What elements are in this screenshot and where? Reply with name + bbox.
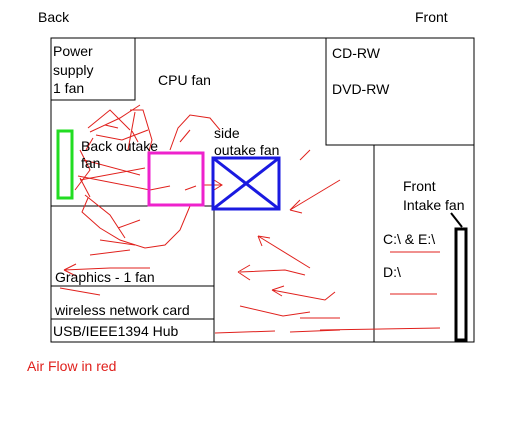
- power-supply-label-1: Power: [53, 43, 93, 59]
- airflow-stroke: [74, 149, 91, 191]
- case-structure: [50, 37, 475, 343]
- side-fan-label-1: side: [214, 125, 240, 141]
- airflow-stroke: [81, 197, 191, 249]
- airflow-stroke: [131, 130, 139, 143]
- cpu-fan-label: CPU fan: [158, 72, 211, 88]
- airflow-stroke: [99, 239, 136, 246]
- airflow-stroke: [63, 263, 77, 277]
- airflow-stroke: [63, 267, 150, 271]
- front-fan-label-2: Intake fan: [403, 197, 465, 213]
- airflow-stroke: [130, 109, 153, 156]
- front-fan-label-1: Front: [403, 178, 436, 194]
- front-label: Front: [415, 9, 448, 25]
- airflow-stroke: [299, 149, 311, 161]
- side-outake-fan: [211, 156, 281, 211]
- usb-hub-label: USB/IEEE1394 Hub: [53, 323, 179, 339]
- graphics-card-label: Graphics - 1 fan: [55, 269, 155, 285]
- airflow-stroke: [289, 179, 341, 211]
- airflow-stroke: [179, 129, 191, 143]
- airflow-stroke: [184, 185, 197, 191]
- airflow-stroke: [87, 109, 131, 131]
- airflow-stroke: [214, 330, 276, 334]
- airflow-arrows: [59, 104, 441, 334]
- airflow-stroke: [237, 264, 251, 281]
- cd-rw-label: CD-RW: [332, 45, 381, 61]
- airflow-stroke: [289, 199, 303, 214]
- airflow-legend: Air Flow in red: [27, 358, 116, 374]
- side-fan-frame: [211, 156, 281, 211]
- power-supply-label-2: supply: [53, 62, 93, 78]
- back-fan-label-1: Back outake: [81, 138, 158, 154]
- airflow-stroke: [84, 194, 126, 239]
- airflow-stroke: [79, 177, 91, 198]
- front-fan-frame: [454, 227, 468, 342]
- airflow-stroke: [89, 249, 131, 256]
- back-label: Back: [38, 9, 70, 25]
- airflow-stroke: [89, 104, 141, 133]
- airflow-stroke: [59, 287, 101, 296]
- side-fan-label-2: outake fan: [214, 142, 279, 158]
- hard-drive-bay: [373, 144, 475, 343]
- labels: Back Front Power supply 1 fan CPU fan CD…: [27, 9, 465, 374]
- airflow-stroke: [271, 289, 336, 301]
- airflow-stroke: [319, 327, 441, 331]
- back-outake-fan: [56, 129, 74, 200]
- front-intake-fan: [450, 212, 468, 342]
- drive-d-label: D:\: [383, 264, 401, 280]
- airflow-stroke: [257, 235, 271, 247]
- drive-c-e-label: C:\ & E:\: [383, 231, 435, 247]
- airflow-stroke: [239, 269, 306, 276]
- side-fan-cross-b: [212, 156, 280, 211]
- airflow-stroke: [169, 114, 221, 151]
- airflow-stroke: [85, 137, 94, 151]
- dvd-rw-label: DVD-RW: [332, 81, 390, 97]
- back-fan-label-2: fan: [81, 155, 100, 171]
- airflow-stroke: [127, 111, 136, 151]
- airflow-stroke: [83, 159, 141, 176]
- cpu-fan: [147, 151, 205, 207]
- wireless-card-label: wireless network card: [54, 302, 190, 318]
- power-supply-label-3: 1 fan: [53, 80, 84, 96]
- airflow-stroke: [213, 179, 223, 191]
- airflow-stroke: [257, 235, 311, 269]
- airflow-stroke: [95, 129, 149, 141]
- airflow-stroke: [117, 219, 141, 229]
- airflow-stroke: [239, 305, 311, 317]
- airflow-stroke: [271, 285, 285, 297]
- airflow-stroke: [104, 124, 119, 129]
- airflow-stroke: [289, 329, 341, 333]
- power-supply-box: [50, 37, 136, 101]
- front-fan-pointer: [450, 212, 463, 228]
